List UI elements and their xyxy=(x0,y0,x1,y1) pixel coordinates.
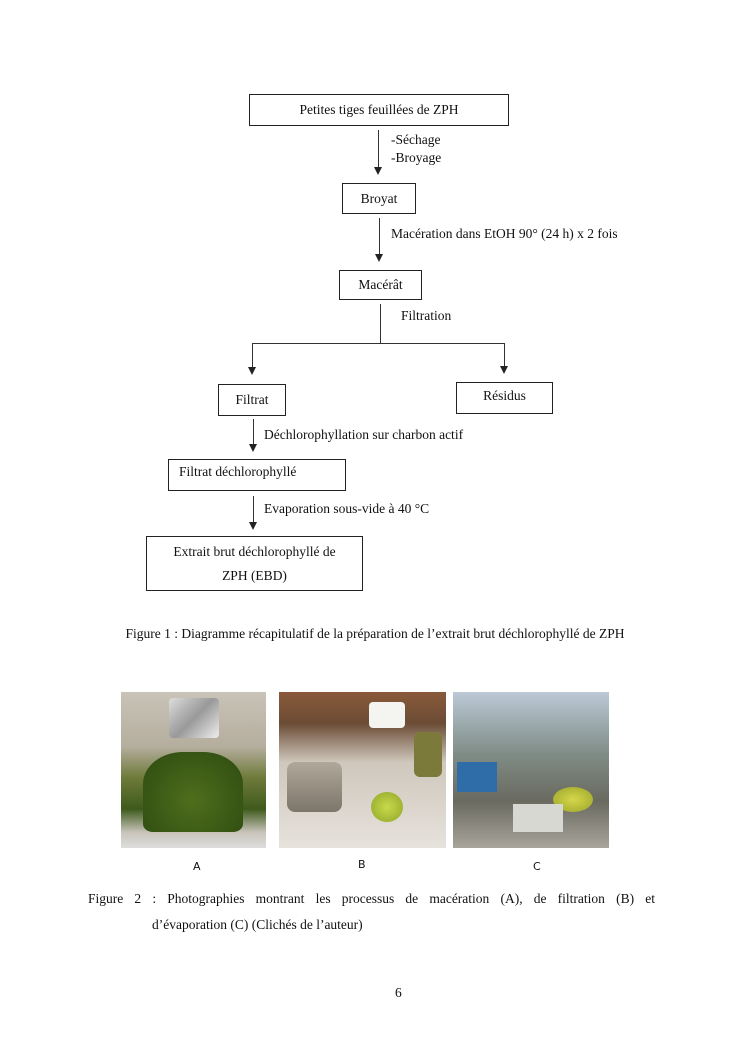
node-broyat: Broyat xyxy=(342,183,416,214)
photo-evaporation xyxy=(453,692,609,848)
figure2-caption-line1: Figure 2 : Photographies montrant les pr… xyxy=(88,891,655,906)
step-dechlorophyllation: Déchlorophyllation sur charbon actif xyxy=(264,427,464,442)
figure2-caption-line2: d’évaporation (C) (Clichés de l’auteur) xyxy=(152,917,363,932)
step-evaporation: Evaporation sous-vide à 40 °C xyxy=(264,501,430,516)
arrow-line xyxy=(378,130,379,168)
arrow-head xyxy=(375,254,383,262)
node-residus: Résidus xyxy=(456,382,553,414)
arrow-head xyxy=(374,167,382,175)
node-start: Petites tiges feuillées de ZPH xyxy=(249,94,509,126)
split-line xyxy=(252,343,505,344)
arrow-head xyxy=(249,444,257,452)
arrow-line xyxy=(253,496,254,523)
arrow-head xyxy=(249,522,257,530)
step-sechage: -Séchage xyxy=(391,132,441,147)
step-broyage: -Broyage xyxy=(391,150,442,165)
photo-label-b: B xyxy=(358,858,366,871)
node-extrait: Extrait brut déchlorophyllé de ZPH (EBD) xyxy=(146,536,363,591)
split-line xyxy=(380,304,381,343)
arrow-head xyxy=(500,366,508,374)
figure1-caption: Figure 1 : Diagramme récapitulatif de la… xyxy=(125,626,625,641)
page-number: 6 xyxy=(395,985,402,1000)
node-filtrat-dechlorophylle: Filtrat déchlorophyllé xyxy=(168,459,346,491)
node-macerat: Macérât xyxy=(339,270,422,300)
photo-label-a: A xyxy=(193,860,201,873)
arrow-line xyxy=(379,218,380,255)
extrait-line1: Extrait brut déchlorophyllé de xyxy=(173,543,336,559)
extrait-line2: ZPH (EBD) xyxy=(222,567,287,583)
step-filtration: Filtration xyxy=(401,308,452,323)
photo-filtration xyxy=(279,692,446,848)
arrow-head xyxy=(248,367,256,375)
photo-maceration xyxy=(121,692,266,848)
arrow-line xyxy=(504,343,505,367)
step-maceration: Macération dans EtOH 90° (24 h) x 2 fois xyxy=(391,226,618,241)
photo-label-c: C xyxy=(533,860,541,873)
arrow-line xyxy=(252,343,253,368)
arrow-line xyxy=(253,419,254,445)
node-filtrat: Filtrat xyxy=(218,384,286,416)
